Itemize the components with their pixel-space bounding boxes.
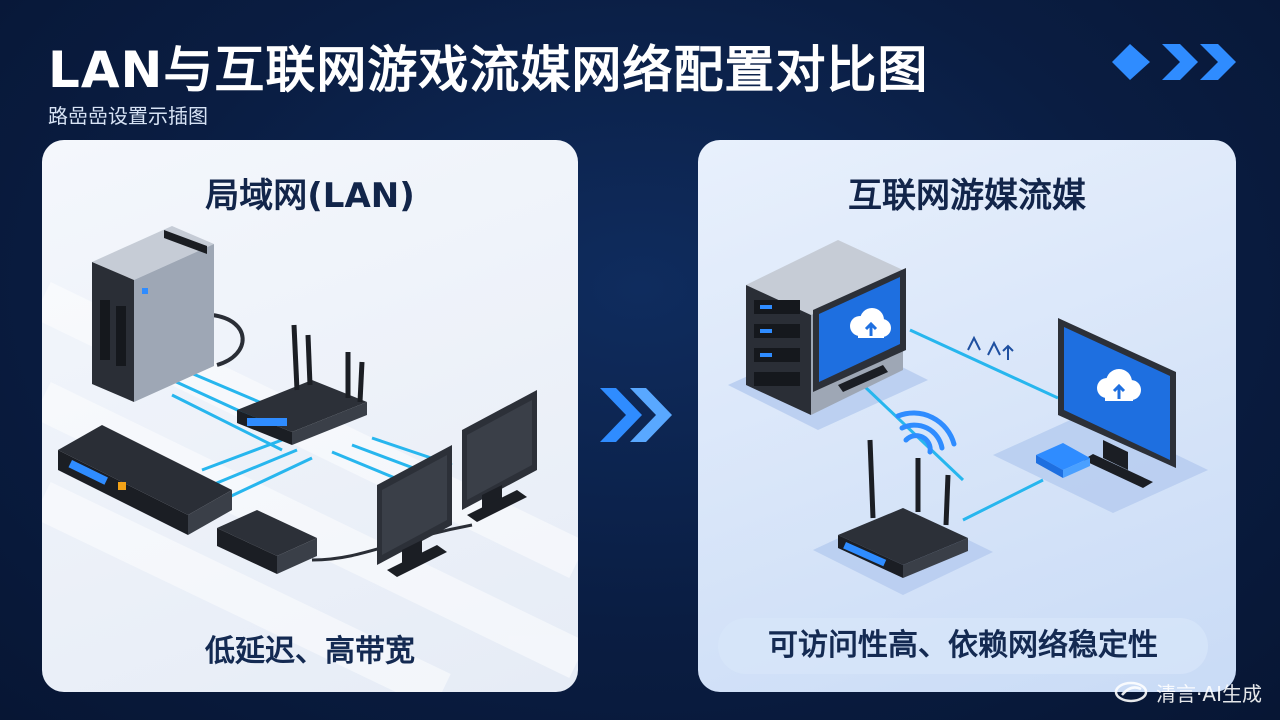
lan-router bbox=[237, 324, 367, 445]
internet-diagram bbox=[728, 240, 1208, 595]
internet-cables bbox=[861, 328, 1059, 522]
lan-diagram bbox=[42, 226, 578, 692]
cloud-upload-icon bbox=[1097, 369, 1141, 401]
internet-panel-caption: 可访问性高、依赖网络稳定性 bbox=[718, 618, 1208, 674]
ai-watermark: 清言·AI生成 bbox=[1114, 678, 1262, 706]
upload-arrows-icon bbox=[967, 335, 1014, 360]
server-power-cable bbox=[211, 313, 245, 367]
qingyan-logo-icon bbox=[1114, 681, 1148, 703]
wifi-router bbox=[838, 439, 968, 578]
watermark-text: 清言·AI生成 bbox=[1156, 681, 1262, 706]
page-title: LAN与互联网游戏流媒网络配置对比图 bbox=[48, 41, 929, 99]
tower-server bbox=[92, 226, 214, 402]
streaming-device bbox=[1036, 443, 1090, 478]
lan-panel: 局域网(LAN) 低延迟、高带宽 bbox=[42, 140, 578, 692]
streaming-box bbox=[217, 510, 317, 574]
page-subtitle: 路嵒嵒设置示插图 bbox=[48, 104, 208, 128]
lan-panel-caption: 低延迟、高带宽 bbox=[205, 634, 415, 669]
internet-panel: 互联网游媒流媒 可访问性高、依赖网络稳定性 bbox=[698, 140, 1236, 692]
lan-panel-title: 局域网(LAN) bbox=[205, 176, 415, 216]
triple-chevron-right-icon bbox=[1112, 44, 1236, 80]
double-chevron-right-icon bbox=[600, 388, 672, 442]
network-switch bbox=[58, 425, 232, 535]
internet-panel-title: 互联网游媒流媒 bbox=[848, 176, 1086, 216]
cloud-upload-icon bbox=[850, 308, 891, 338]
lan-monitors bbox=[377, 390, 537, 577]
wifi-icon bbox=[895, 410, 957, 455]
